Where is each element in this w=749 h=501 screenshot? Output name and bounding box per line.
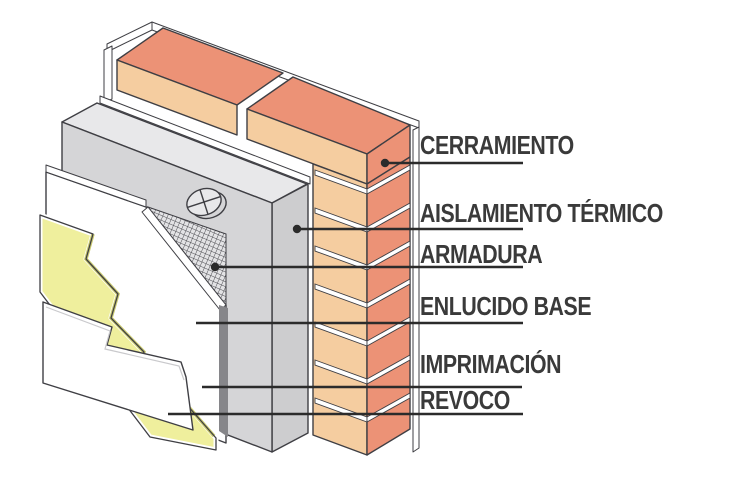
insulation-side-face [271, 183, 309, 453]
label-revoco: REVOCO [420, 385, 510, 415]
finish-render-layer [42, 301, 194, 431]
leader-lines [168, 158, 523, 416]
label-armadura: ARMADURA [420, 239, 543, 269]
layer-edge-shadow [219, 305, 228, 437]
back-panel-right-edge [412, 126, 420, 453]
brick-column-right-face [366, 156, 411, 456]
back-panel-end-strip [103, 45, 113, 104]
leader-armadura [210, 262, 523, 272]
finish-render-face [42, 301, 194, 431]
reinforcement-mesh [141, 205, 228, 437]
base-coat-top-edge [45, 164, 147, 208]
label-imprimacion: IMPRIMACIÓN [420, 349, 562, 379]
brick1-front-face [116, 59, 238, 136]
leader-aislamiento-termico [292, 224, 523, 234]
leader-cerramiento [380, 158, 523, 168]
label-aislamiento-termico: AISLAMIENTO TÉRMICO [420, 198, 663, 228]
finish-render-bevel [45, 306, 185, 381]
back-panel-bottom-strip [99, 95, 311, 185]
brick-wall [116, 27, 411, 456]
mortar-joints [314, 164, 411, 423]
anchor-dowel-icon [186, 187, 227, 220]
label-enlucido-base: ENLUCIDO BASE [420, 291, 592, 321]
label-cerramiento: CERRAMIENTO [420, 130, 574, 160]
